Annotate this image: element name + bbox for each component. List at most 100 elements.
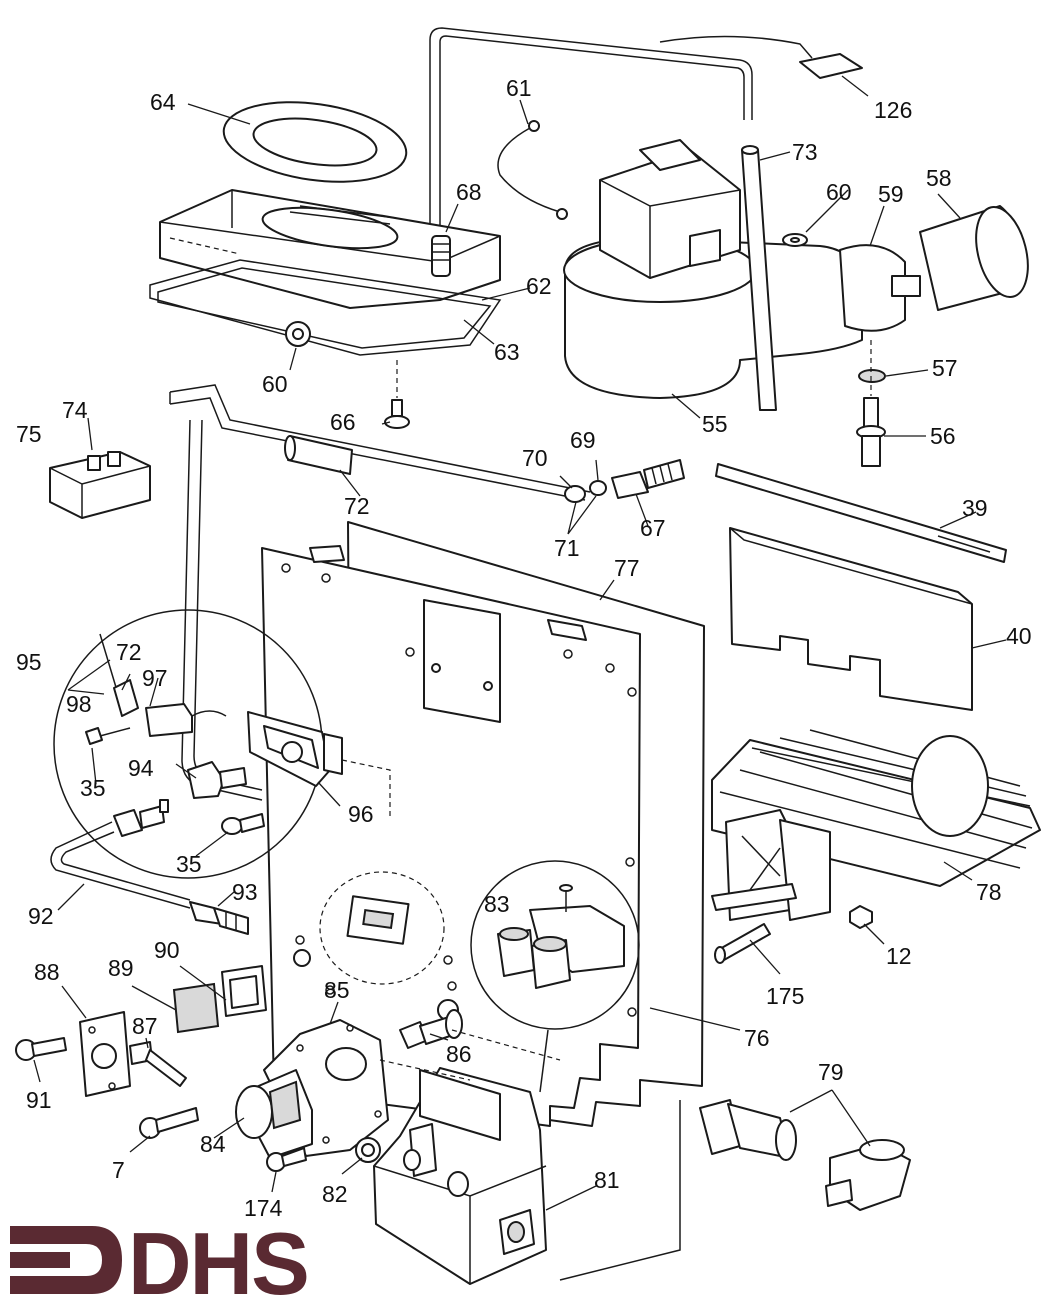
nut-60-left — [285, 321, 311, 347]
label-89: 89 — [108, 955, 134, 981]
screw-35-lower — [221, 813, 265, 835]
nipple-68 — [431, 235, 451, 277]
label-83: 83 — [484, 891, 510, 917]
label-81: 81 — [594, 1167, 620, 1193]
union-fittings-67-71 — [564, 459, 685, 503]
label-57: 57 — [932, 355, 958, 381]
part-labels: 126 64 61 73 58 60 59 68 62 63 60 66 57 … — [16, 75, 1032, 1221]
label-174: 174 — [244, 1195, 283, 1221]
connector-block-74-75 — [49, 451, 151, 519]
fitting-86 — [399, 1009, 463, 1049]
label-93: 93 — [232, 879, 258, 905]
dhs-logo: DHS — [10, 1214, 310, 1304]
label-77: 77 — [614, 555, 640, 581]
union-84 — [235, 1069, 313, 1159]
burner-assembly-78 — [711, 729, 1041, 921]
label-59: 59 — [878, 181, 904, 207]
label-76: 76 — [744, 1025, 770, 1051]
washer-60-right — [782, 233, 808, 247]
label-175: 175 — [766, 983, 804, 1009]
rod-39 — [715, 463, 1007, 563]
fan-assembly-55 — [563, 139, 863, 399]
wire-61 — [497, 120, 568, 220]
screw-174 — [266, 1147, 307, 1172]
label-69: 69 — [570, 427, 596, 453]
logo-text: DHS — [128, 1214, 308, 1304]
logo-arrow-icon — [10, 1226, 122, 1294]
leader-lines — [33, 75, 1007, 1211]
label-56: 56 — [930, 423, 956, 449]
nut-12 — [849, 905, 873, 929]
screw-87 — [129, 1041, 187, 1087]
screw-91 — [15, 1037, 67, 1061]
screw-7 — [139, 1107, 199, 1139]
label-74: 74 — [62, 397, 88, 423]
label-12: 12 — [886, 943, 912, 969]
electrode-175 — [714, 923, 771, 964]
label-94: 94 — [128, 755, 154, 781]
label-96: 96 — [348, 801, 374, 827]
label-88: 88 — [34, 959, 60, 985]
label-35-upper: 35 — [80, 775, 106, 801]
gasket-89 — [172, 982, 220, 1034]
label-79: 79 — [818, 1059, 844, 1085]
label-84: 84 — [200, 1131, 226, 1157]
label-62: 62 — [526, 273, 552, 299]
fittings-79 — [559, 1099, 911, 1281]
label-67: 67 — [640, 515, 666, 541]
label-60-left: 60 — [262, 371, 288, 397]
fitting-93 — [189, 901, 249, 935]
gas-valve-81 — [373, 1029, 561, 1285]
label-61: 61 — [506, 75, 532, 101]
sleeve-58 — [919, 205, 1029, 311]
sleeve-72-top — [284, 435, 353, 475]
screw-66 — [384, 360, 410, 429]
label-98: 98 — [66, 691, 92, 717]
label-82: 82 — [322, 1181, 348, 1207]
label-86: 86 — [446, 1041, 472, 1067]
washer-57 — [858, 369, 886, 383]
label-85: 85 — [324, 977, 350, 1003]
label-58: 58 — [926, 165, 952, 191]
label-71: 71 — [554, 535, 580, 561]
pilot-detail-circle — [53, 609, 391, 879]
gasket-ring-64 — [222, 101, 408, 183]
label-95: 95 — [16, 649, 42, 675]
clamp-59 — [839, 244, 921, 332]
label-72-top: 72 — [344, 493, 370, 519]
label-35-lower: 35 — [176, 851, 202, 877]
tube-73 — [741, 145, 777, 411]
label-92: 92 — [28, 903, 54, 929]
label-126: 126 — [874, 97, 912, 123]
label-40: 40 — [1006, 623, 1032, 649]
label-73: 73 — [792, 139, 818, 165]
label-7: 7 — [112, 1157, 125, 1183]
label-78: 78 — [976, 879, 1002, 905]
label-60-top: 60 — [826, 179, 852, 205]
label-64: 64 — [150, 89, 176, 115]
plate-88 — [79, 1011, 131, 1097]
label-75: 75 — [16, 421, 42, 447]
label-91: 91 — [26, 1087, 52, 1113]
label-39: 39 — [962, 495, 988, 521]
label-68: 68 — [456, 179, 482, 205]
gasket-90 — [221, 965, 267, 1017]
tube-92 — [50, 821, 191, 909]
label-90: 90 — [154, 937, 180, 963]
label-63: 63 — [494, 339, 520, 365]
label-72-detail: 72 — [116, 639, 142, 665]
insulation-panel-40 — [729, 527, 973, 711]
gas-valve-detail-circle — [470, 860, 640, 1093]
label-70: 70 — [522, 445, 548, 471]
frame-63 — [149, 259, 502, 356]
sensor-wire-126 — [659, 35, 863, 79]
label-87: 87 — [132, 1013, 158, 1039]
label-97: 97 — [142, 665, 168, 691]
sensor-56 — [856, 340, 886, 467]
fitting-connector — [113, 799, 169, 837]
flue-hood — [159, 189, 501, 309]
label-66: 66 — [330, 409, 356, 435]
o-ring-82 — [355, 1137, 381, 1163]
label-55: 55 — [702, 411, 728, 437]
